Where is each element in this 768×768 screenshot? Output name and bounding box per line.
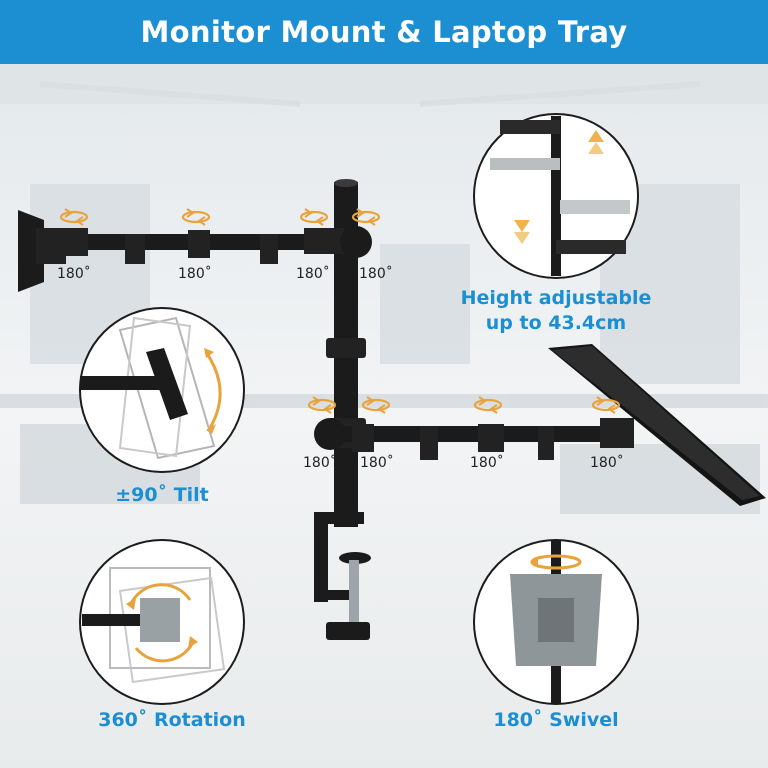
degree-label: 180˚ <box>303 455 337 471</box>
swivel-detail <box>473 539 639 705</box>
tilt-label: ±90˚ Tilt <box>115 484 209 506</box>
title-banner: Monitor Mount & Laptop Tray <box>0 0 768 64</box>
banner-title: Monitor Mount & Laptop Tray <box>140 15 628 49</box>
height-label-line1: Height adjustable <box>460 287 652 309</box>
height-label: Height adjustable up to 43.4cm <box>446 286 666 336</box>
rotation-arrows-upper <box>59 207 381 227</box>
swivel-label: 180˚ Swivel <box>493 709 619 731</box>
lower-arm <box>314 418 634 460</box>
degree-label: 180˚ <box>178 266 212 282</box>
degree-label: 180˚ <box>296 266 330 282</box>
degree-label: 180˚ <box>359 266 393 282</box>
upper-arm <box>60 226 372 264</box>
degree-label: 180˚ <box>57 266 91 282</box>
height-adjust-detail <box>473 113 639 279</box>
left-vesa-plate <box>18 210 66 292</box>
laptop-tray <box>548 344 766 506</box>
height-label-line2: up to 43.4cm <box>485 312 627 334</box>
degree-label: 180˚ <box>590 455 624 471</box>
rotation-label: 360˚ Rotation <box>98 709 246 731</box>
rotation-detail <box>79 539 245 705</box>
degree-label: 180˚ <box>360 455 394 471</box>
degree-label: 180˚ <box>470 455 504 471</box>
desk-clamp <box>314 512 371 640</box>
tilt-detail <box>79 307 245 473</box>
